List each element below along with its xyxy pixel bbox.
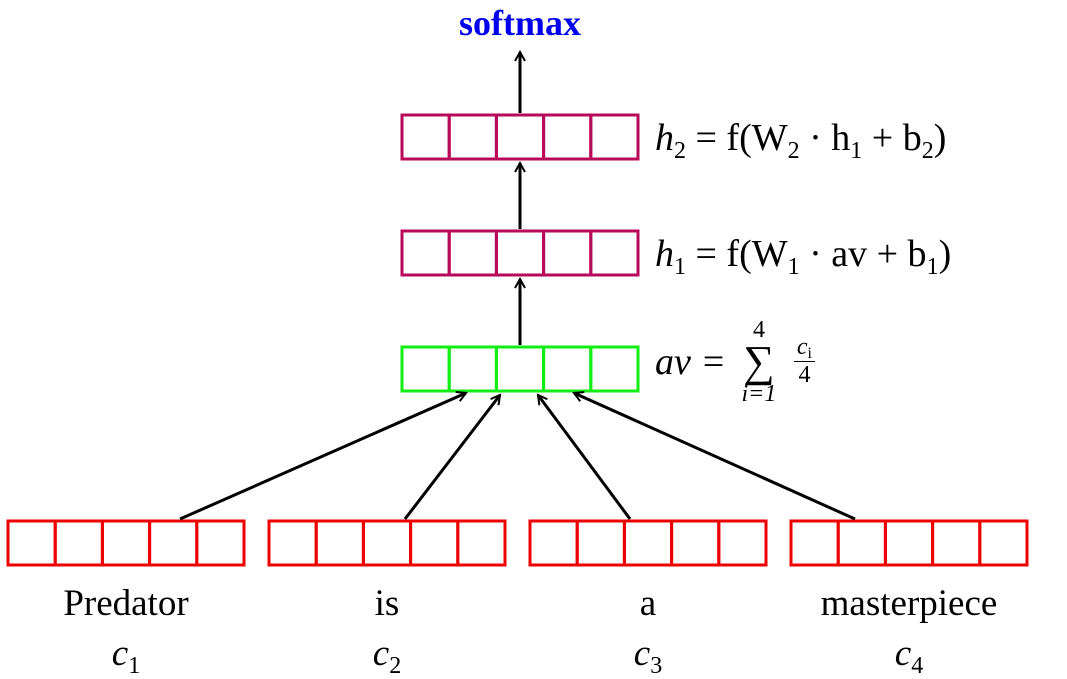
word-vector-4-cell <box>883 519 935 567</box>
word-vector-1-cell <box>100 519 152 567</box>
word-vector-3-cell <box>575 519 626 567</box>
word-var-1-sub: 1 <box>128 653 141 679</box>
word-vector-1 <box>6 519 246 567</box>
word-vector-2-cell <box>267 519 318 567</box>
h1-vector-cell <box>589 229 640 277</box>
av-lhs: av = <box>655 340 727 383</box>
word-vector-4-cell <box>978 519 1029 567</box>
word-vector-2-cell <box>456 519 507 567</box>
word-vector-3-cell <box>670 519 721 567</box>
h1-rhs-c: ) <box>938 233 952 275</box>
arrow-c3-to-av <box>538 395 632 520</box>
word-var-4-letter: c <box>894 633 912 674</box>
word-var-3: c3 <box>528 632 768 678</box>
av-vector-cell <box>589 345 640 393</box>
h1-rhs-a-sub: 1 <box>787 254 800 280</box>
h2-vector-cell <box>447 113 498 161</box>
h2-rhs-c-sub: 2 <box>921 138 934 164</box>
word-vector-3 <box>528 519 768 567</box>
fraction-denominator: 4 <box>798 362 811 389</box>
h1-rhs-b-sub: 1 <box>926 254 939 280</box>
arrow-c2-to-av <box>403 395 500 520</box>
h2-rhs-c: + b <box>862 117 922 159</box>
h2-lhs: h <box>655 117 674 159</box>
h2-rhs-a: = f(W <box>695 117 788 159</box>
word-vector-1-cell <box>195 519 246 567</box>
word-var-3-sub: 3 <box>650 653 663 679</box>
word-vector-1-cell <box>148 519 199 567</box>
fraction-numerator: ci <box>793 334 815 363</box>
word-label-4: masterpiece <box>820 583 998 624</box>
arrow-c1-to-av <box>179 393 466 521</box>
h2-vector-cell <box>400 113 451 161</box>
word-var-3-letter: c <box>633 633 651 674</box>
h2-rhs-b-sub: 1 <box>850 138 863 164</box>
word-vector-4-cell <box>836 519 887 567</box>
word-vector-2-cell <box>314 519 365 567</box>
h1-vector-cell <box>447 229 498 277</box>
word-vector-1-cell <box>53 519 104 567</box>
h2-equation: h2 = f(W2 · h1 + b2) <box>655 116 947 163</box>
word-label-3: a <box>639 583 657 624</box>
h2-vector-cell <box>542 113 593 161</box>
word-var-4-sub: 4 <box>911 653 924 679</box>
h2-rhs-d: ) <box>933 117 947 159</box>
sum-lower-limit: i=1 <box>742 382 777 406</box>
h2-rhs-b: · h <box>799 117 851 159</box>
h1-equation: h1 = f(W1 · av + b1) <box>655 232 952 279</box>
h2-vector <box>400 113 640 161</box>
sum-upper-limit: 4 <box>752 317 765 343</box>
word-vector-4-cell <box>789 519 840 567</box>
h1-vector-cell <box>400 229 451 277</box>
word-var-1: c1 <box>6 632 246 678</box>
av-vector-cell <box>400 345 451 393</box>
sigma-symbol: ∑ <box>743 337 775 386</box>
h1-lhs: h <box>655 233 674 275</box>
word-var-1-letter: c <box>111 633 129 674</box>
word-label-1: Predator <box>63 583 189 624</box>
word-vector-3-cell <box>622 519 674 567</box>
softmax-label: softmax <box>459 3 581 43</box>
word-vector-4-cell <box>931 519 982 567</box>
word-vector-3-cell <box>528 519 579 567</box>
h1-rhs-a: = f(W <box>695 233 788 275</box>
h2-lhs-sub: 2 <box>674 138 686 164</box>
fraction: ci 4 <box>793 334 815 389</box>
h2-vector-cell <box>589 113 640 161</box>
h2-vector-cell <box>494 113 546 161</box>
sum-lower-limit-text: i=1 <box>741 380 777 407</box>
h1-vector <box>400 229 640 277</box>
word-vector-1-cell <box>6 519 57 567</box>
word-var-4: c4 <box>789 632 1029 678</box>
av-vector <box>400 345 640 393</box>
word-var-2: c2 <box>267 632 507 678</box>
word-var-2-sub: 2 <box>389 653 402 679</box>
arrow-c4-to-av <box>574 393 856 521</box>
word-vector-2-cell <box>409 519 460 567</box>
word-label-2: is <box>374 583 400 624</box>
av-vector-cell <box>494 345 546 393</box>
h1-lhs-sub: 1 <box>674 254 686 280</box>
h1-vector-cell <box>542 229 593 277</box>
word-vector-3-cell <box>717 519 768 567</box>
fraction-numerator-sub: i <box>807 345 812 363</box>
av-vector-cell <box>542 345 593 393</box>
word-vector-2-cell <box>361 519 413 567</box>
summation: 4 ∑ i=1 <box>742 318 777 406</box>
h1-rhs-b: · av + b <box>799 233 927 275</box>
word-var-2-letter: c <box>372 633 390 674</box>
fraction-numerator-var: c <box>796 334 808 361</box>
h1-vector-cell <box>494 229 546 277</box>
av-equation: av = 4 ∑ i=1 ci 4 <box>655 318 815 406</box>
word-vector-2 <box>267 519 507 567</box>
av-vector-cell <box>447 345 498 393</box>
word-vector-4 <box>789 519 1029 567</box>
h2-rhs-a-sub: 2 <box>787 138 800 164</box>
